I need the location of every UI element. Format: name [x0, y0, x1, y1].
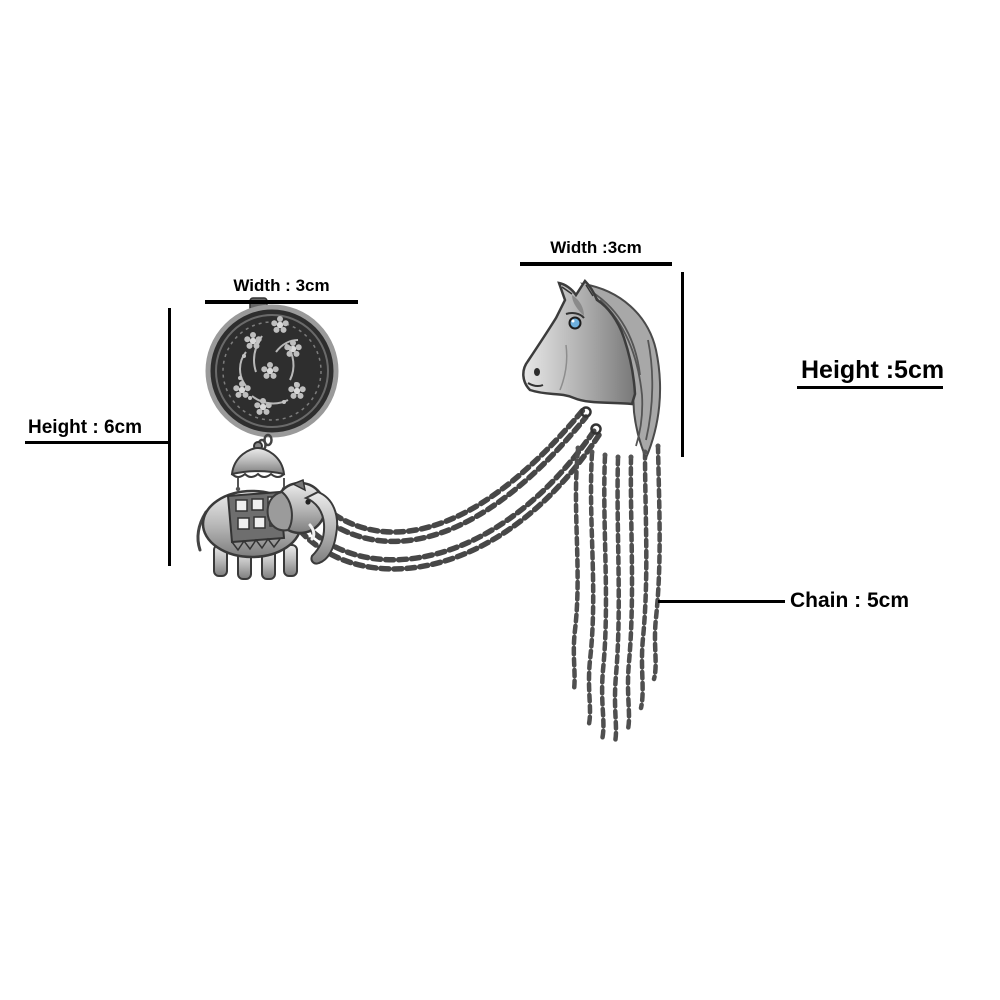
horse-head — [522, 279, 662, 461]
elephant-eye — [305, 499, 311, 505]
horse-brow — [565, 312, 585, 319]
horse-eye-highlight — [571, 319, 575, 323]
horse-head-outline — [522, 279, 637, 406]
tassel-strand — [638, 449, 649, 711]
elephant-trunk — [303, 490, 338, 565]
filigree-dots — [238, 340, 298, 404]
canopy-dangles — [237, 478, 285, 487]
chain-strand — [311, 407, 586, 535]
tassel-strand — [612, 455, 621, 745]
tassel-strand — [625, 454, 635, 732]
tassel-strand — [571, 447, 581, 693]
tassel-strand — [586, 450, 596, 727]
medallion-width-line — [205, 300, 358, 304]
chain-length-label: Chain : 5cm — [790, 589, 910, 612]
tassel-chains — [571, 443, 662, 745]
canopy-bail — [230, 433, 287, 492]
horse-height-line — [681, 272, 684, 457]
horse-eye-crystal — [568, 316, 582, 330]
elephant-charm — [196, 478, 338, 580]
medallion-width-label: Width : 3cm — [233, 276, 330, 295]
elephant-tusk — [308, 523, 316, 541]
horse-width-label: Width :3cm — [550, 238, 642, 257]
tassel-strand — [651, 443, 662, 682]
chain-length-line — [658, 600, 785, 603]
blanket-fringe — [231, 537, 281, 552]
elephant-headpiece — [291, 478, 307, 492]
horse-cheek-line — [559, 344, 568, 391]
tassel-rings — [575, 443, 661, 460]
horse-forelock — [572, 295, 584, 316]
horse-ear-lines — [561, 284, 594, 297]
brooch-height-line — [168, 308, 171, 566]
filigree-medallion — [205, 297, 339, 438]
brooch-height-label: Height : 6cm — [28, 417, 143, 438]
tassel-strand — [599, 453, 609, 743]
link-chains — [289, 407, 602, 572]
brooch-height-underline — [25, 441, 171, 444]
horse-nostril — [534, 368, 540, 376]
elephant-ear — [266, 490, 293, 532]
horse-height-label: Height :5cm — [801, 356, 945, 384]
horse-mouth — [527, 382, 544, 388]
horse-height-underline — [797, 386, 943, 389]
horse-width-line — [520, 262, 672, 266]
